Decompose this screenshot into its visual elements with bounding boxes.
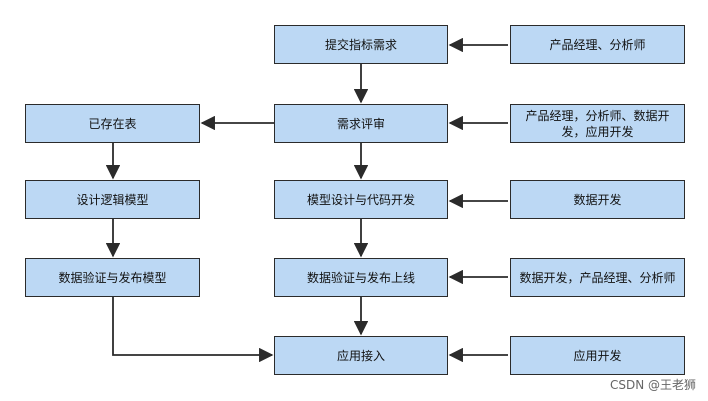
edge-verify-model-to-access xyxy=(112,297,274,363)
node-data-verify-release-online: 数据验证与发布上线 xyxy=(274,258,448,297)
node-data-verify-release-model: 数据验证与发布模型 xyxy=(25,258,200,297)
role-box-1: 产品经理、分析师 xyxy=(510,25,685,64)
csdn-watermark: CSDN @王老狮 xyxy=(609,378,696,392)
role-box-5: 应用开发 xyxy=(510,336,685,375)
role-box-3: 数据开发 xyxy=(510,180,685,219)
role-box-2: 产品经理，分析师、数据开发，应用开发 xyxy=(510,104,685,143)
node-model-design-code: 模型设计与代码开发 xyxy=(274,180,448,219)
node-submit-request: 提交指标需求 xyxy=(274,25,448,64)
role-box-4: 数据开发，产品经理、分析师 xyxy=(510,258,685,297)
node-app-access: 应用接入 xyxy=(274,336,448,375)
node-logical-model-design: 设计逻辑模型 xyxy=(25,180,200,219)
node-request-review: 需求评审 xyxy=(274,104,448,143)
node-existing-table: 已存在表 xyxy=(25,104,200,143)
